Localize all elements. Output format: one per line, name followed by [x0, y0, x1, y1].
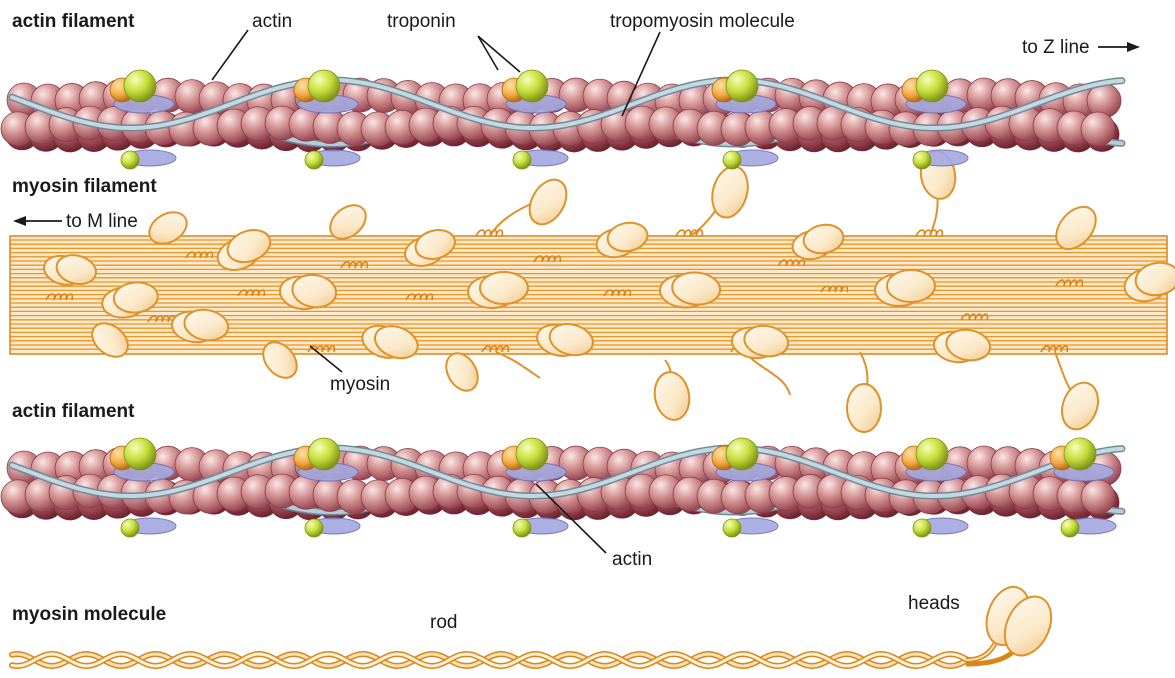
myosin-molecule [12, 581, 1060, 666]
label-myosin: myosin [330, 374, 390, 395]
arrow-to-z-line [1098, 42, 1140, 52]
actin-filament-top [1, 70, 1122, 169]
myosin-head-stalk [496, 352, 540, 378]
troponin-subunit-lower [1061, 519, 1079, 537]
troponin-subunit-green [308, 70, 340, 102]
troponin-subunit-lower [513, 151, 531, 169]
label-heads: heads [908, 593, 960, 614]
actin-bead [1081, 480, 1115, 514]
label-actin-filament-top: actin filament [12, 11, 135, 32]
troponin-subunit-lower [913, 519, 931, 537]
actin-bead [1081, 112, 1115, 146]
troponin-subunit-lower [305, 519, 323, 537]
troponin-subunit-green [124, 438, 156, 470]
label-rod: rod [430, 612, 457, 633]
troponin-subunit-green [726, 70, 758, 102]
myosin-head-single [651, 369, 693, 422]
troponin-subunit-lower [305, 151, 323, 169]
leader-actin-top [212, 30, 248, 80]
label-actin-top: actin [252, 11, 292, 32]
leader-troponin-1 [478, 36, 498, 70]
troponin-subunit-green [916, 70, 948, 102]
label-troponin: troponin [387, 11, 456, 32]
myosin-head-single [440, 348, 484, 397]
myosin-neck-coil [476, 230, 502, 236]
troponin-subunit-green [308, 438, 340, 470]
troponin-subunit-lower [723, 519, 741, 537]
myosin-head-single [522, 173, 574, 231]
troponin-subunit-lower [121, 519, 139, 537]
troponin-subunit-green [1064, 438, 1096, 470]
label-tropomyosin: tropomyosin molecule [610, 11, 795, 32]
label-myosin-filament: myosin filament [12, 176, 157, 197]
leader-troponin-2 [478, 36, 520, 72]
troponin-subunit-lower [121, 151, 139, 169]
myosin-head-lobe [480, 272, 528, 304]
troponin-subunit-lower [513, 519, 531, 537]
label-actin-filament-bottom: actin filament [12, 401, 135, 422]
myosin-head-lobe [887, 270, 935, 302]
arrow-to-m-line [13, 216, 62, 226]
troponin-subunit-green [916, 438, 948, 470]
label-to-m-line: to M line [66, 211, 138, 232]
label-myosin-molecule: myosin molecule [12, 604, 166, 625]
troponin-subunit-lower [913, 151, 931, 169]
label-to-z-line: to Z line [1022, 37, 1090, 58]
troponin-subunit-green [516, 70, 548, 102]
actin-filament-bottom [1, 438, 1122, 537]
myosin-head-single [1056, 378, 1104, 435]
myosin-filament [10, 148, 1175, 434]
troponin-subunit-green [726, 438, 758, 470]
myosin-neck-coil [916, 230, 942, 236]
troponin-subunit-lower [723, 151, 741, 169]
troponin-subunit-green [516, 438, 548, 470]
label-actin-bottom: actin [612, 549, 652, 570]
troponin-subunit-green [124, 70, 156, 102]
myosin-head-single [847, 384, 881, 432]
